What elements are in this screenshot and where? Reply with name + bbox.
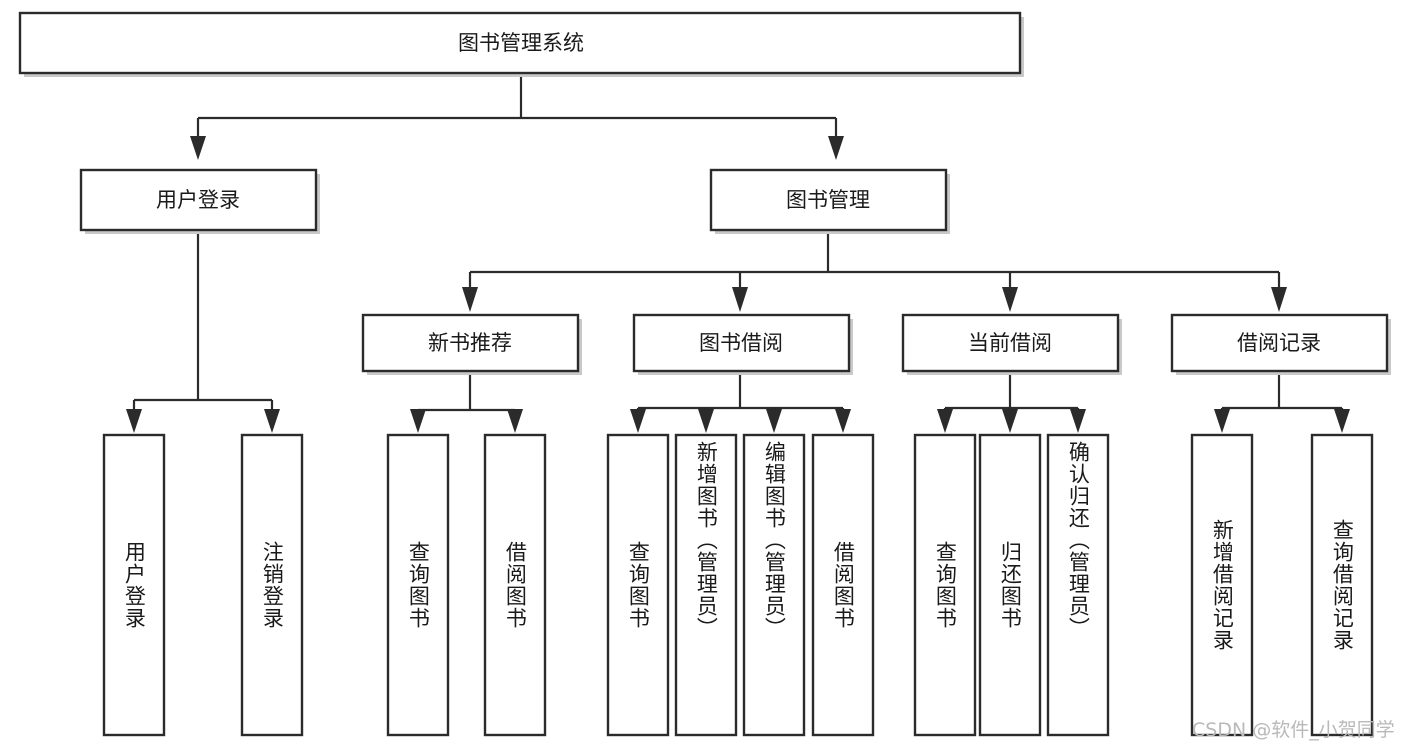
node-user-login-rect [79,168,318,232]
node-borrow-record[interactable]: 借阅记录 [1170,313,1391,375]
leaf-rect-query-record[interactable] [1310,433,1374,737]
arrow-head-leaf-user-login [126,409,142,433]
node-root-rect [18,11,1022,75]
connector-group-user-login [126,232,280,433]
leaf-rect-add-book[interactable] [674,433,738,737]
leaf-logout-login[interactable]: 注销登录 [242,435,302,735]
arrow-head-user-login [190,136,206,160]
connector-group-current-borrow [937,375,1086,433]
csdn-watermark: CSDN @软件_小贺同学 [1192,719,1395,741]
leaf-rect-add-record[interactable] [1190,433,1254,737]
arrow-head-leaf-add-book [698,409,714,433]
connector-group-book-management [462,232,1287,312]
connector-group-root [190,75,844,160]
leaf-query-book-1-label: 查询图书 [406,541,431,629]
arrow-head-leaf-query-book-2 [630,409,646,433]
arrow-head-leaf-borrow-book-2 [835,409,851,433]
node-current-borrow-label: 当前借阅 [968,331,1052,355]
leaf-user-login-label: 用户登录 [122,541,147,629]
leaf-add-record[interactable]: 新增借阅记录 [1192,435,1252,735]
arrow-head-book-borrow [732,287,748,312]
leaf-add-record-label: 新增借阅记录 [1210,519,1235,651]
leaf-rect-query-book-2[interactable] [606,433,670,737]
arrow-head-leaf-logout-login [264,409,280,433]
leaf-confirm-return[interactable]: 确认归还（管理员） [1048,435,1108,735]
node-book-management-label: 图书管理 [786,188,870,212]
node-borrow-record-label: 借阅记录 [1237,331,1321,355]
leaf-borrow-book-1[interactable]: 借阅图书 [485,435,545,735]
leaf-query-record-label: 查询借阅记录 [1330,519,1355,651]
connector-group-book-borrow [630,375,851,433]
arrow-head-leaf-query-book-1 [410,409,426,433]
node-user-login-label: 用户登录 [156,188,240,212]
node-root[interactable]: 图书管理系统 [18,11,1024,77]
connector-group-new-book-recommend [410,375,523,433]
arrow-head-leaf-confirm-return [1070,409,1086,433]
node-book-borrow-rect [632,313,851,373]
leaf-query-book-3-label: 查询图书 [933,541,958,629]
leaf-user-login[interactable]: 用户登录 [104,435,164,735]
leaf-edit-book-label: 编辑图书（管理员） [762,441,787,639]
leaf-confirm-return-label: 确认归还（管理员） [1066,441,1091,639]
leaf-rect-query-book-1[interactable] [386,433,450,737]
arrow-head-book-management [828,136,844,160]
leaf-rect-logout-login[interactable] [240,433,304,737]
leaf-add-book[interactable]: 新增图书（管理员） [676,435,736,735]
leaf-query-book-2[interactable]: 查询图书 [608,435,668,735]
leaf-rect-confirm-return[interactable] [1046,433,1110,737]
node-borrow-record-rect [1170,313,1389,373]
connector-group-borrow-record [1214,375,1350,433]
leaf-rect-user-login[interactable] [102,433,166,737]
node-root-label: 图书管理系统 [458,31,584,55]
node-new-book-recommend-label: 新书推荐 [428,331,512,355]
arrow-head-current-borrow [1002,287,1018,312]
arrow-head-leaf-edit-book [766,409,782,433]
leaf-query-book-3[interactable]: 查询图书 [915,435,975,735]
leaf-borrow-book-2[interactable]: 借阅图书 [813,435,873,735]
leaf-borrow-book-1-label: 借阅图书 [503,541,528,629]
arrow-head-leaf-borrow-book-1 [507,409,523,433]
node-book-management-rect [709,168,948,232]
arrow-head-new-book-recommend [462,287,478,312]
arrow-head-leaf-query-book-3 [937,409,953,433]
leaf-rect-return-book[interactable] [978,433,1042,737]
node-current-borrow-rect [901,313,1120,373]
leaf-borrow-book-2-label: 借阅图书 [831,541,856,629]
arrow-head-leaf-return-book [1002,409,1018,433]
node-user-login[interactable]: 用户登录 [79,168,320,234]
leaf-query-book-1[interactable]: 查询图书 [388,435,448,735]
leaf-rect-borrow-book-1[interactable] [483,433,547,737]
leaf-return-book[interactable]: 归还图书 [980,435,1040,735]
leaf-query-record[interactable]: 查询借阅记录 [1312,435,1372,735]
arrow-head-borrow-record [1271,287,1287,312]
node-current-borrow[interactable]: 当前借阅 [901,313,1122,375]
leaf-rect-query-book-3[interactable] [913,433,977,737]
arrow-head-leaf-add-record [1214,409,1230,433]
leaf-rect-edit-book[interactable] [742,433,806,737]
arrow-head-leaf-query-record [1334,409,1350,433]
node-new-book-recommend[interactable]: 新书推荐 [361,313,582,375]
leaf-logout-login-label: 注销登录 [260,541,285,629]
node-book-management[interactable]: 图书管理 [709,168,950,234]
leaf-box-group [102,433,1374,737]
node-book-borrow[interactable]: 图书借阅 [632,313,853,375]
leaf-edit-book[interactable]: 编辑图书（管理员） [744,435,804,735]
leaf-return-book-label: 归还图书 [998,541,1023,629]
leaf-query-book-2-label: 查询图书 [626,541,651,629]
node-new-book-recommend-rect [361,313,580,373]
leaf-rect-borrow-book-2[interactable] [811,433,875,737]
node-book-borrow-label: 图书借阅 [699,331,783,355]
leaf-add-book-label: 新增图书（管理员） [694,441,719,639]
